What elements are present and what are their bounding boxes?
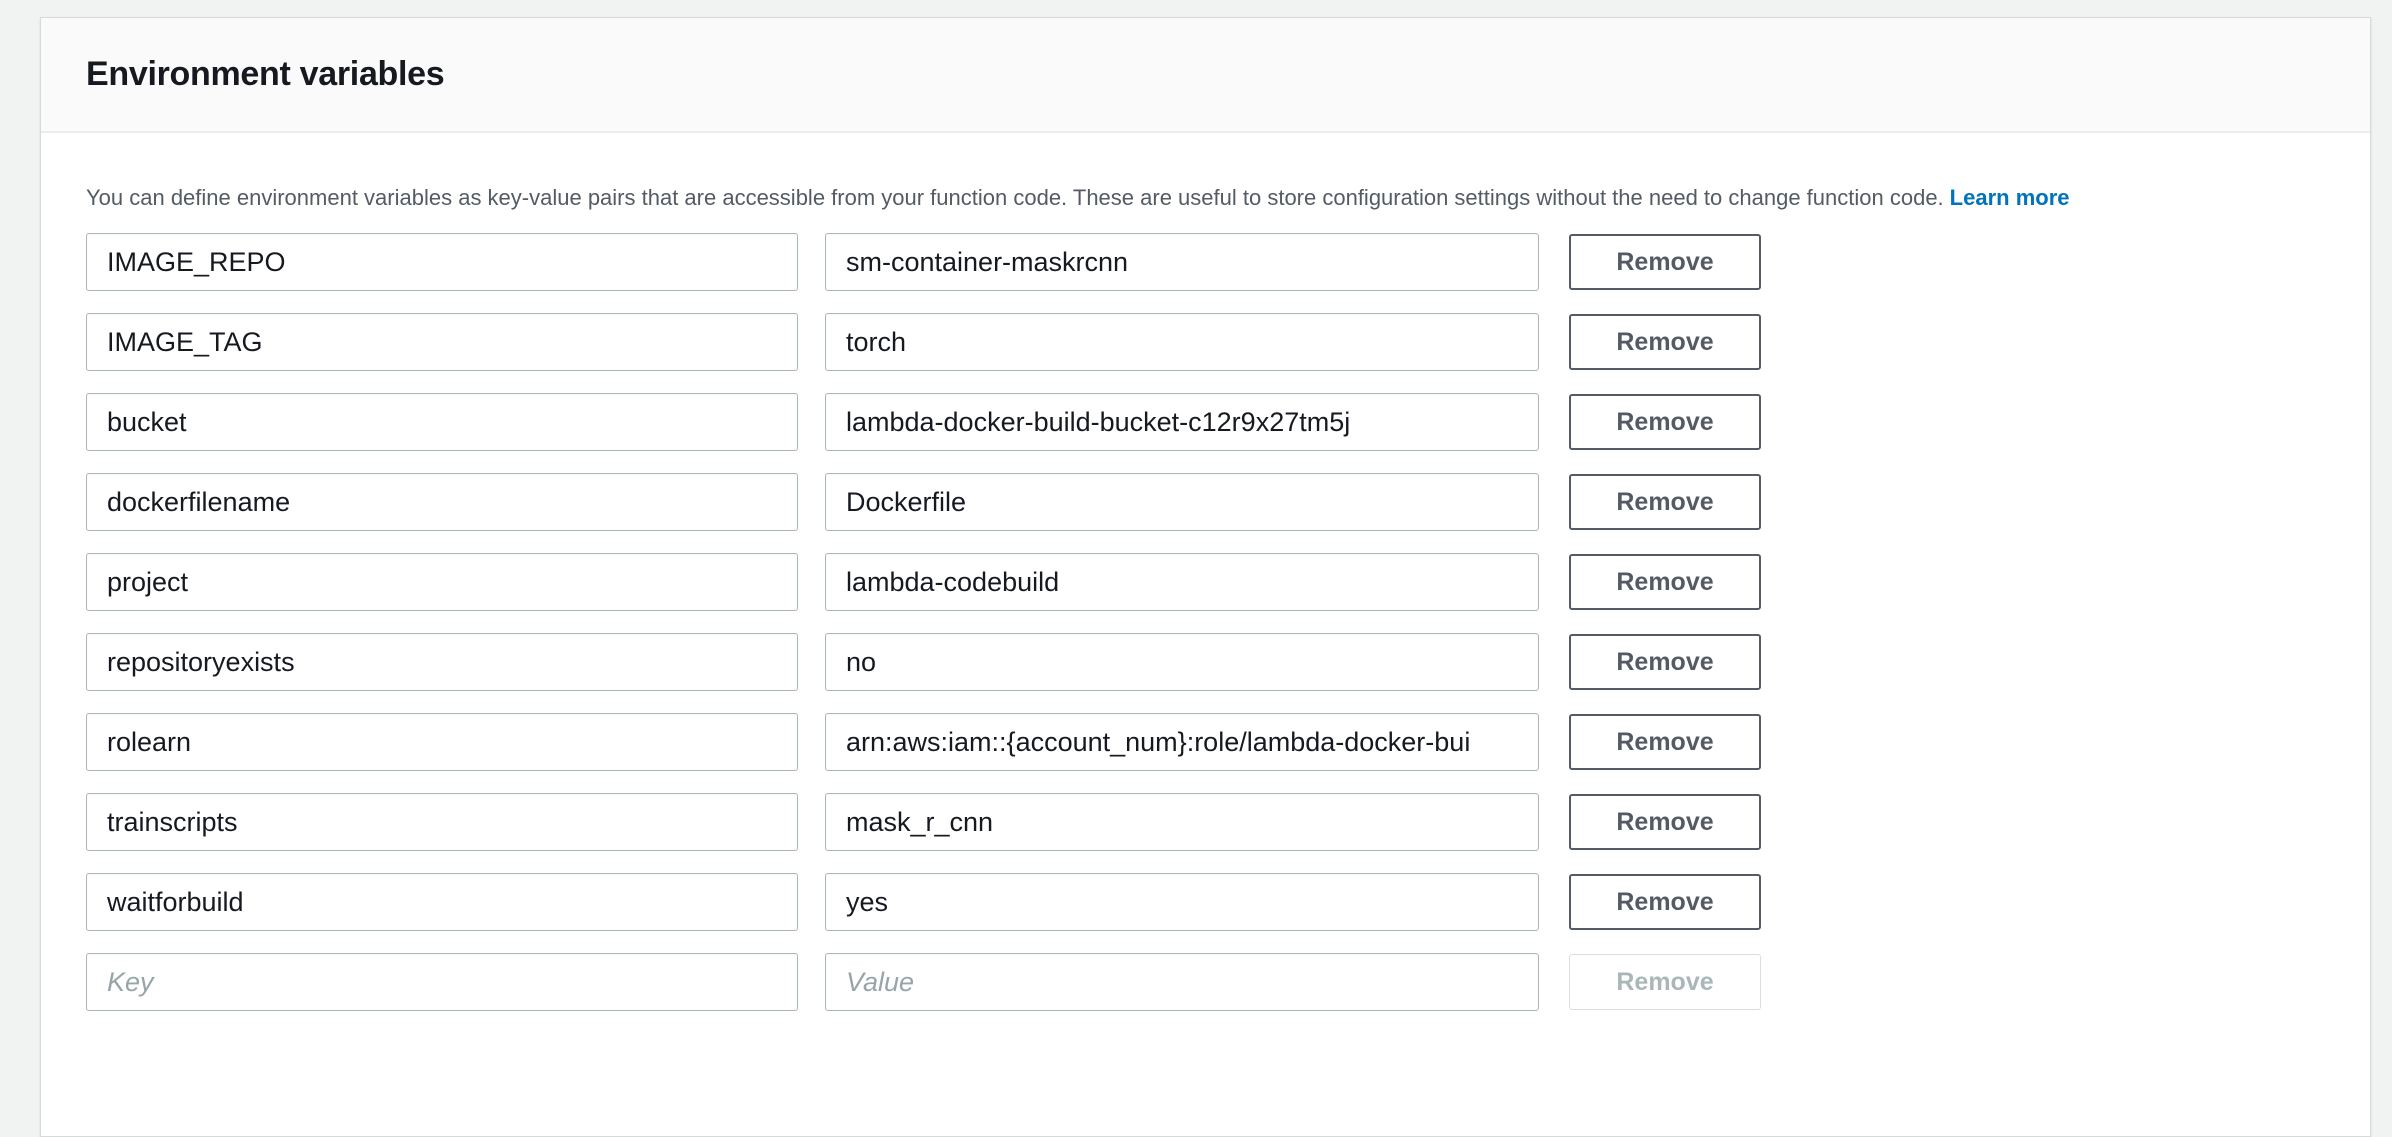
env-variables-list: Remove Remove Remove Remove Remove Remov… bbox=[86, 233, 2325, 1011]
description-text: You can define environment variables as … bbox=[86, 185, 1944, 210]
remove-button[interactable]: Remove bbox=[1569, 554, 1761, 610]
env-key-input[interactable] bbox=[86, 313, 798, 371]
env-var-row: Remove bbox=[86, 473, 2325, 531]
env-key-input[interactable] bbox=[86, 793, 798, 851]
env-key-input[interactable] bbox=[86, 713, 798, 771]
remove-button[interactable]: Remove bbox=[1569, 714, 1761, 770]
env-key-input[interactable] bbox=[86, 953, 798, 1011]
remove-button[interactable]: Remove bbox=[1569, 634, 1761, 690]
env-value-input[interactable] bbox=[825, 953, 1539, 1011]
env-var-row: Remove bbox=[86, 873, 2325, 931]
env-var-row: Remove bbox=[86, 393, 2325, 451]
env-var-row: Remove bbox=[86, 553, 2325, 611]
env-var-row: Remove bbox=[86, 313, 2325, 371]
remove-button: Remove bbox=[1569, 954, 1761, 1010]
env-value-input[interactable] bbox=[825, 393, 1539, 451]
remove-button[interactable]: Remove bbox=[1569, 394, 1761, 450]
remove-button[interactable]: Remove bbox=[1569, 794, 1761, 850]
environment-variables-panel: Environment variables You can define env… bbox=[40, 17, 2371, 1137]
env-key-input[interactable] bbox=[86, 633, 798, 691]
panel-body: You can define environment variables as … bbox=[41, 133, 2370, 1011]
env-value-input[interactable] bbox=[825, 713, 1539, 771]
env-value-input[interactable] bbox=[825, 473, 1539, 531]
env-value-input[interactable] bbox=[825, 873, 1539, 931]
env-key-input[interactable] bbox=[86, 233, 798, 291]
env-var-row: Remove bbox=[86, 233, 2325, 291]
env-key-input[interactable] bbox=[86, 473, 798, 531]
remove-button[interactable]: Remove bbox=[1569, 234, 1761, 290]
panel-header: Environment variables bbox=[41, 18, 2370, 133]
env-key-input[interactable] bbox=[86, 393, 798, 451]
env-key-input[interactable] bbox=[86, 873, 798, 931]
remove-button[interactable]: Remove bbox=[1569, 874, 1761, 930]
env-var-row: Remove bbox=[86, 793, 2325, 851]
panel-description: You can define environment variables as … bbox=[86, 183, 2325, 213]
learn-more-link[interactable]: Learn more bbox=[1949, 185, 2070, 210]
env-value-input[interactable] bbox=[825, 553, 1539, 611]
env-value-input[interactable] bbox=[825, 633, 1539, 691]
env-value-input[interactable] bbox=[825, 233, 1539, 291]
env-var-row: Remove bbox=[86, 953, 2325, 1011]
env-value-input[interactable] bbox=[825, 313, 1539, 371]
remove-button[interactable]: Remove bbox=[1569, 474, 1761, 530]
remove-button[interactable]: Remove bbox=[1569, 314, 1761, 370]
env-var-row: Remove bbox=[86, 713, 2325, 771]
panel-title: Environment variables bbox=[86, 55, 445, 93]
env-var-row: Remove bbox=[86, 633, 2325, 691]
env-value-input[interactable] bbox=[825, 793, 1539, 851]
env-key-input[interactable] bbox=[86, 553, 798, 611]
